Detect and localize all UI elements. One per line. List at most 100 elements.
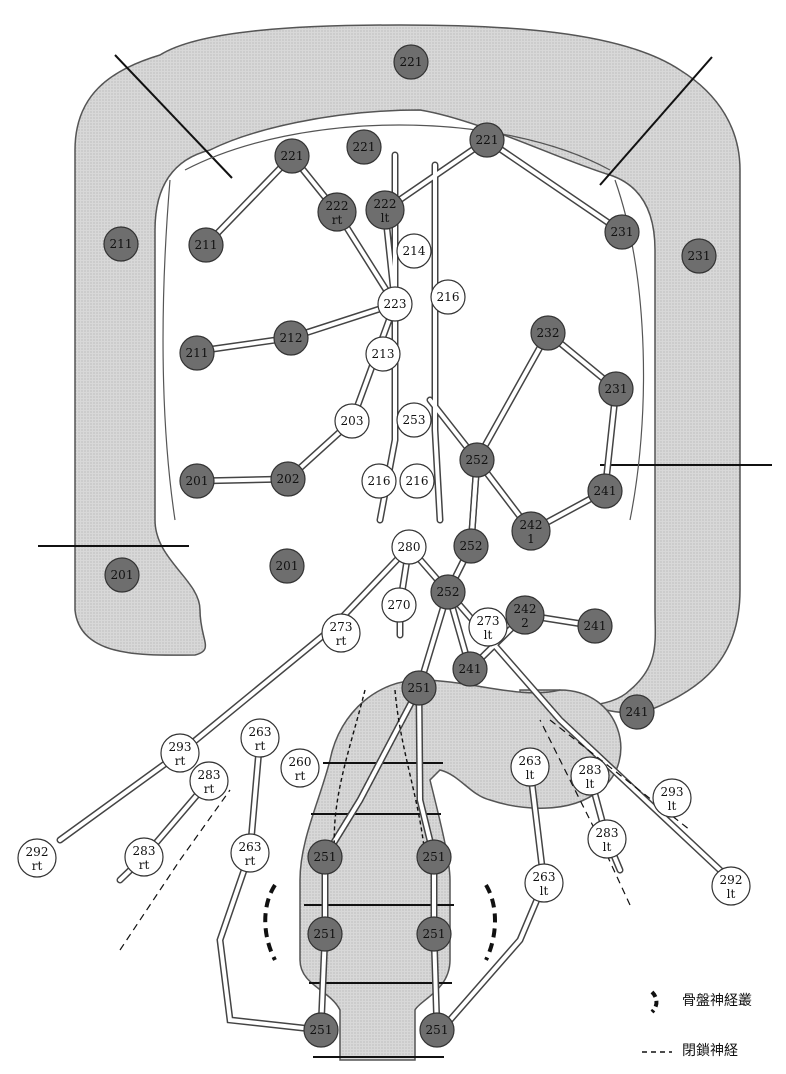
lymph-node-211: 211 <box>104 227 138 261</box>
node-label: 263 <box>239 840 262 854</box>
node-label: 293 <box>169 740 192 754</box>
node-label: 251 <box>408 681 431 695</box>
lymph-node-251: 251 <box>402 671 436 705</box>
lymph-node-252: 252 <box>460 443 494 477</box>
node-label: 212 <box>280 331 303 345</box>
node-label: 263 <box>533 870 556 884</box>
node-label: 216 <box>437 290 460 304</box>
lymph-node-211: 211 <box>189 228 223 262</box>
lymph-node-212: 212 <box>274 321 308 355</box>
node-label: 241 <box>584 619 607 633</box>
lymph-node-270: 270 <box>382 588 416 622</box>
node-sublabel: rt <box>204 782 215 796</box>
lymph-node-223: 223 <box>378 287 412 321</box>
node-label: 221 <box>400 55 423 69</box>
node-sublabel: rt <box>336 634 347 648</box>
lymph-node-251: 251 <box>308 840 342 874</box>
legend-label-obturator-nerve: 閉鎖神経 <box>682 1040 738 1060</box>
node-label: 251 <box>310 1023 333 1037</box>
node-label: 201 <box>276 559 299 573</box>
node-sublabel: lt <box>668 799 677 813</box>
node-label: 201 <box>111 568 134 582</box>
node-label: 273 <box>330 620 353 634</box>
node-label: 213 <box>372 347 395 361</box>
node-label: 252 <box>437 585 460 599</box>
node-label: 253 <box>403 413 426 427</box>
lymph-node-202: 202 <box>271 462 305 496</box>
node-label: 231 <box>605 382 628 396</box>
lymph-node-241: 241 <box>578 609 612 643</box>
legend-pelvic-plexus: 骨盤神経叢 <box>642 990 752 1010</box>
lymph-node-221: 221 <box>275 139 309 173</box>
lymph-node-216: 216 <box>400 464 434 498</box>
node-label: 251 <box>426 1023 449 1037</box>
node-label: 201 <box>186 474 209 488</box>
lymph-node-241: 241 <box>588 474 622 508</box>
node-label: 251 <box>423 850 446 864</box>
lymph-node-211: 211 <box>180 336 214 370</box>
lymph-node-251: 251 <box>417 840 451 874</box>
lymph-node-203: 203 <box>335 404 369 438</box>
node-label: 241 <box>626 705 649 719</box>
lymph-node-216: 216 <box>362 464 396 498</box>
lymph-node-231: 231 <box>599 372 633 406</box>
lymph-node-251: 251 <box>420 1013 454 1047</box>
node-sublabel: rt <box>255 739 266 753</box>
node-label: 283 <box>579 763 602 777</box>
node-sublabel: lt <box>586 777 595 791</box>
lymph-node-221: 221 <box>470 123 504 157</box>
node-label: 216 <box>406 474 429 488</box>
legend-label-pelvic-plexus: 骨盤神経叢 <box>682 990 752 1010</box>
node-sublabel: 2 <box>521 616 529 630</box>
lymph-node-231: 231 <box>605 215 639 249</box>
lymph-node-251: 251 <box>308 917 342 951</box>
node-label: 242 <box>520 518 543 532</box>
node-label: 260 <box>289 755 312 769</box>
lymph-node-232: 232 <box>531 316 565 350</box>
legend-obturator-nerve: 閉鎖神経 <box>642 1040 738 1060</box>
node-sublabel: lt <box>381 211 390 225</box>
thin-dash-icon <box>642 1040 672 1060</box>
node-label: 283 <box>133 844 156 858</box>
node-label: 231 <box>611 225 634 239</box>
node-label: 280 <box>398 540 421 554</box>
node-sublabel: lt <box>727 887 736 901</box>
node-label: 251 <box>314 927 337 941</box>
node-sublabel: lt <box>526 768 535 782</box>
node-label: 222 <box>326 199 349 213</box>
node-label: 263 <box>249 725 272 739</box>
node-label: 283 <box>198 768 221 782</box>
node-label: 232 <box>537 326 560 340</box>
node-label: 273 <box>477 614 500 628</box>
lymph-node-221: 221 <box>347 130 381 164</box>
marginal-arcade <box>163 125 643 520</box>
node-label: 202 <box>277 472 300 486</box>
node-label: 211 <box>110 237 133 251</box>
lymph-node-283-rt: 283rt <box>190 762 228 800</box>
node-label: 216 <box>368 474 391 488</box>
lymph-node-273-lt: 273lt <box>469 608 507 646</box>
node-sublabel: rt <box>332 213 343 227</box>
lymph-node-221: 221 <box>394 45 428 79</box>
lymph-node-280: 280 <box>392 530 426 564</box>
lymph-node-241: 241 <box>620 695 654 729</box>
node-label: 270 <box>388 598 411 612</box>
node-label: 223 <box>384 297 407 311</box>
node-label: 222 <box>374 197 397 211</box>
node-label: 251 <box>423 927 446 941</box>
node-label: 251 <box>314 850 337 864</box>
lymph-node-251: 251 <box>417 917 451 951</box>
node-label: 252 <box>460 539 483 553</box>
node-label: 231 <box>688 249 711 263</box>
node-label: 241 <box>459 662 482 676</box>
